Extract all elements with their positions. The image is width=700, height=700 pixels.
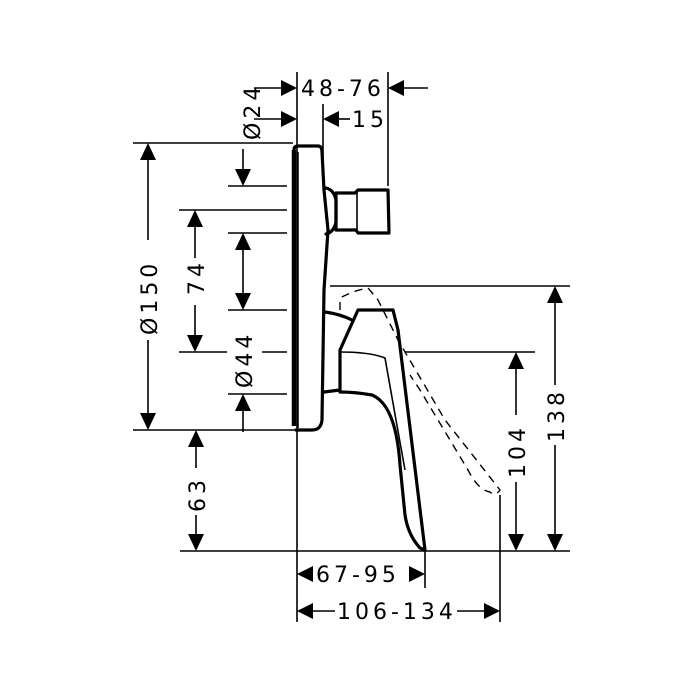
cover-plate-top: [292, 144, 326, 192]
arrow-up-icon: [235, 394, 251, 411]
dim-label-d44: Ø44: [233, 331, 258, 388]
cover-plate-front: [294, 188, 330, 432]
dim-label-106-134: 106-134: [337, 600, 457, 625]
dim-label-15: 15: [352, 108, 388, 133]
arrow-left-icon: [297, 566, 313, 582]
lever-base-top: [323, 310, 354, 322]
dim-label-104: 104: [506, 424, 531, 478]
arrow-left-icon: [388, 80, 404, 96]
arrow-down-icon: [235, 169, 251, 186]
arrow-down-icon: [235, 293, 251, 310]
arrow-up-icon: [140, 143, 156, 160]
arrow-left-icon: [297, 603, 313, 619]
arrow-up-icon: [508, 352, 524, 369]
lever-handle: [338, 308, 427, 552]
lever-handle-contour: [339, 351, 406, 471]
dim-label-138: 138: [545, 388, 570, 442]
dim-label-67-95: 67-95: [316, 563, 400, 588]
diverter-knob: [334, 188, 391, 235]
arrow-down-icon: [187, 335, 203, 352]
lever-handle-open-position: [339, 287, 501, 495]
arrow-down-icon: [547, 534, 563, 551]
arrow-down-icon: [140, 413, 156, 430]
arrow-down-icon: [188, 534, 204, 551]
dim-label-74: 74: [185, 259, 210, 295]
arrow-right-icon: [484, 603, 500, 619]
arrow-down-icon: [508, 534, 524, 551]
dim-label-d150: Ø150: [138, 260, 163, 335]
arrow-up-icon: [235, 233, 251, 250]
arrow-up-icon: [187, 210, 203, 227]
arrow-right-icon: [281, 111, 297, 127]
dim-label-d24: Ø24: [241, 83, 266, 140]
dim-label-63: 63: [186, 476, 211, 512]
dim-label-48-76: 48-76: [301, 77, 385, 102]
lever-base-bottom: [322, 388, 342, 394]
arrow-up-icon: [188, 430, 204, 447]
arrow-right-icon: [281, 80, 297, 96]
arrow-left-icon: [323, 111, 339, 127]
arrow-up-icon: [547, 286, 563, 303]
arrow-right-icon: [409, 566, 425, 582]
